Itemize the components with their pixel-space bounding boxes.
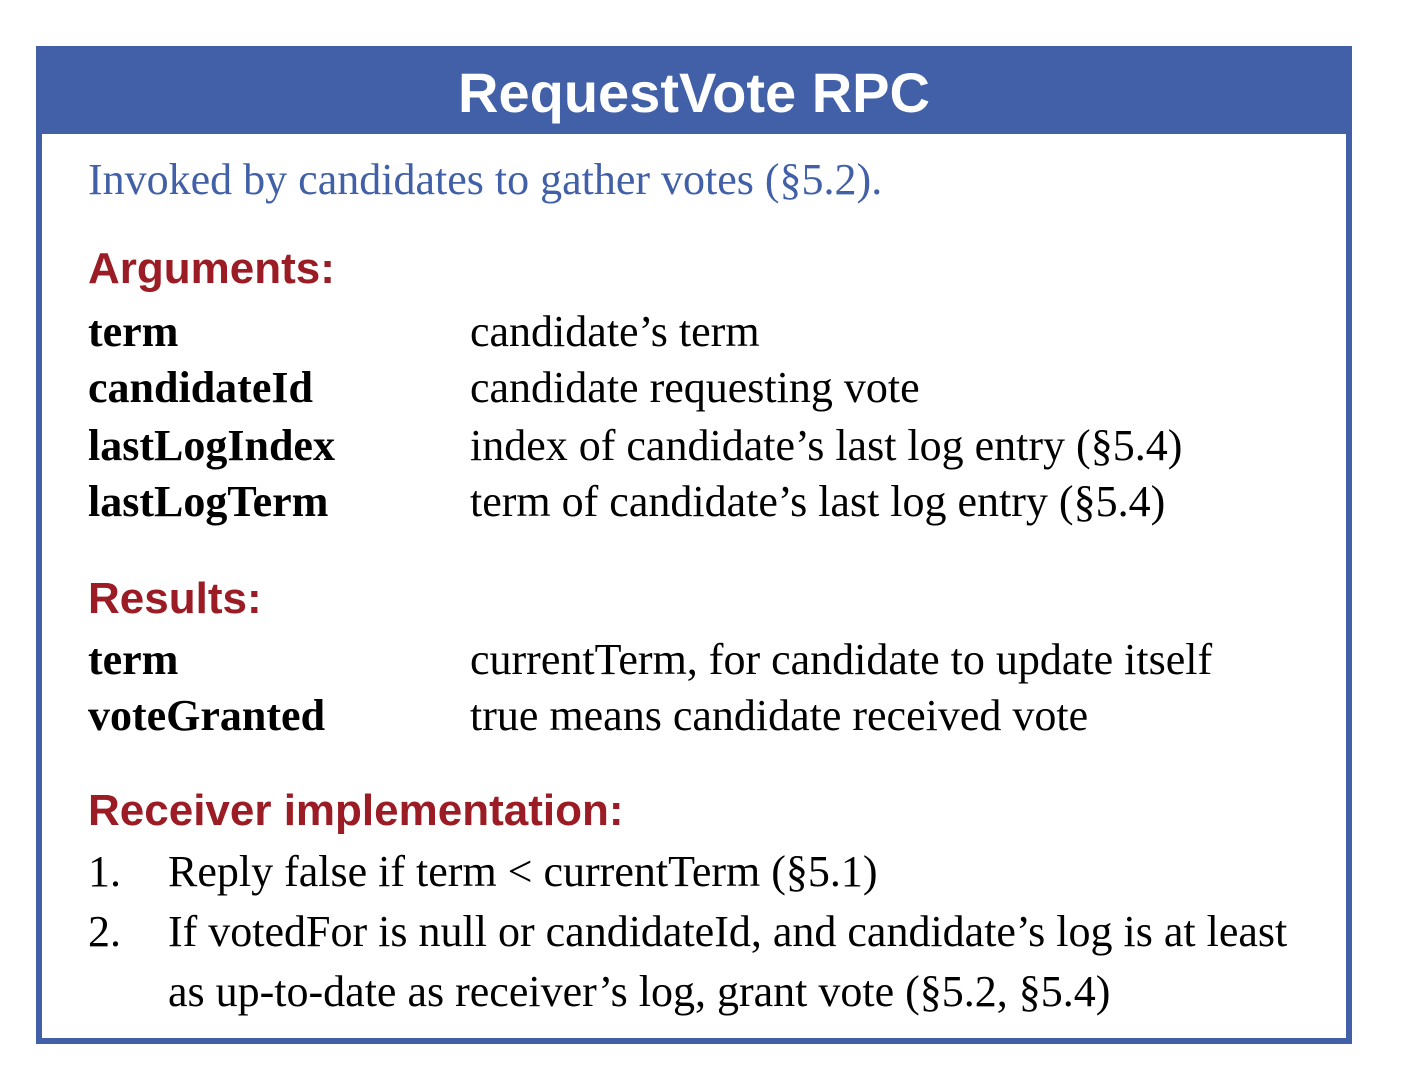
argument-desc: candidate requesting vote bbox=[470, 363, 920, 412]
result-name: voteGranted bbox=[88, 691, 326, 740]
argument-desc: index of candidate’s last log entry (§5.… bbox=[470, 421, 1183, 470]
step-text: If votedFor is null or candidateId, and … bbox=[168, 907, 1288, 1016]
argument-row: candidateId candidate requesting vote bbox=[88, 362, 1326, 418]
result-row: voteGranted true means candidate receive… bbox=[88, 690, 1326, 746]
card-subtitle: Invoked by candidates to gather votes (§… bbox=[88, 155, 883, 204]
step-number: 2. bbox=[88, 907, 121, 956]
card-title: RequestVote RPC bbox=[42, 52, 1346, 134]
argument-name: candidateId bbox=[88, 363, 313, 412]
result-desc: true means candidate received vote bbox=[470, 691, 1089, 740]
argument-name: term bbox=[88, 307, 179, 356]
argument-row: lastLogTerm term of candidate’s last log… bbox=[88, 476, 1326, 532]
result-desc: currentTerm, for candidate to update its… bbox=[470, 635, 1213, 684]
argument-name: lastLogTerm bbox=[88, 477, 329, 526]
argument-desc: candidate’s term bbox=[470, 307, 760, 356]
result-row: term currentTerm, for candidate to updat… bbox=[88, 634, 1326, 690]
requestvote-rpc-card: RequestVote RPC Invoked by candidates to… bbox=[36, 46, 1352, 1044]
step-text: Reply false if term < currentTerm (§5.1) bbox=[168, 847, 878, 896]
argument-row: lastLogIndex index of candidate’s last l… bbox=[88, 420, 1326, 476]
step-number: 1. bbox=[88, 847, 121, 896]
result-name: term bbox=[88, 635, 179, 684]
argument-row: term candidate’s term bbox=[88, 306, 1326, 362]
results-heading: Results: bbox=[88, 574, 262, 623]
receiver-implementation-heading: Receiver implementation: bbox=[88, 786, 624, 835]
arguments-heading: Arguments: bbox=[88, 244, 335, 293]
argument-name: lastLogIndex bbox=[88, 421, 335, 470]
argument-desc: term of candidate’s last log entry (§5.4… bbox=[470, 477, 1166, 526]
